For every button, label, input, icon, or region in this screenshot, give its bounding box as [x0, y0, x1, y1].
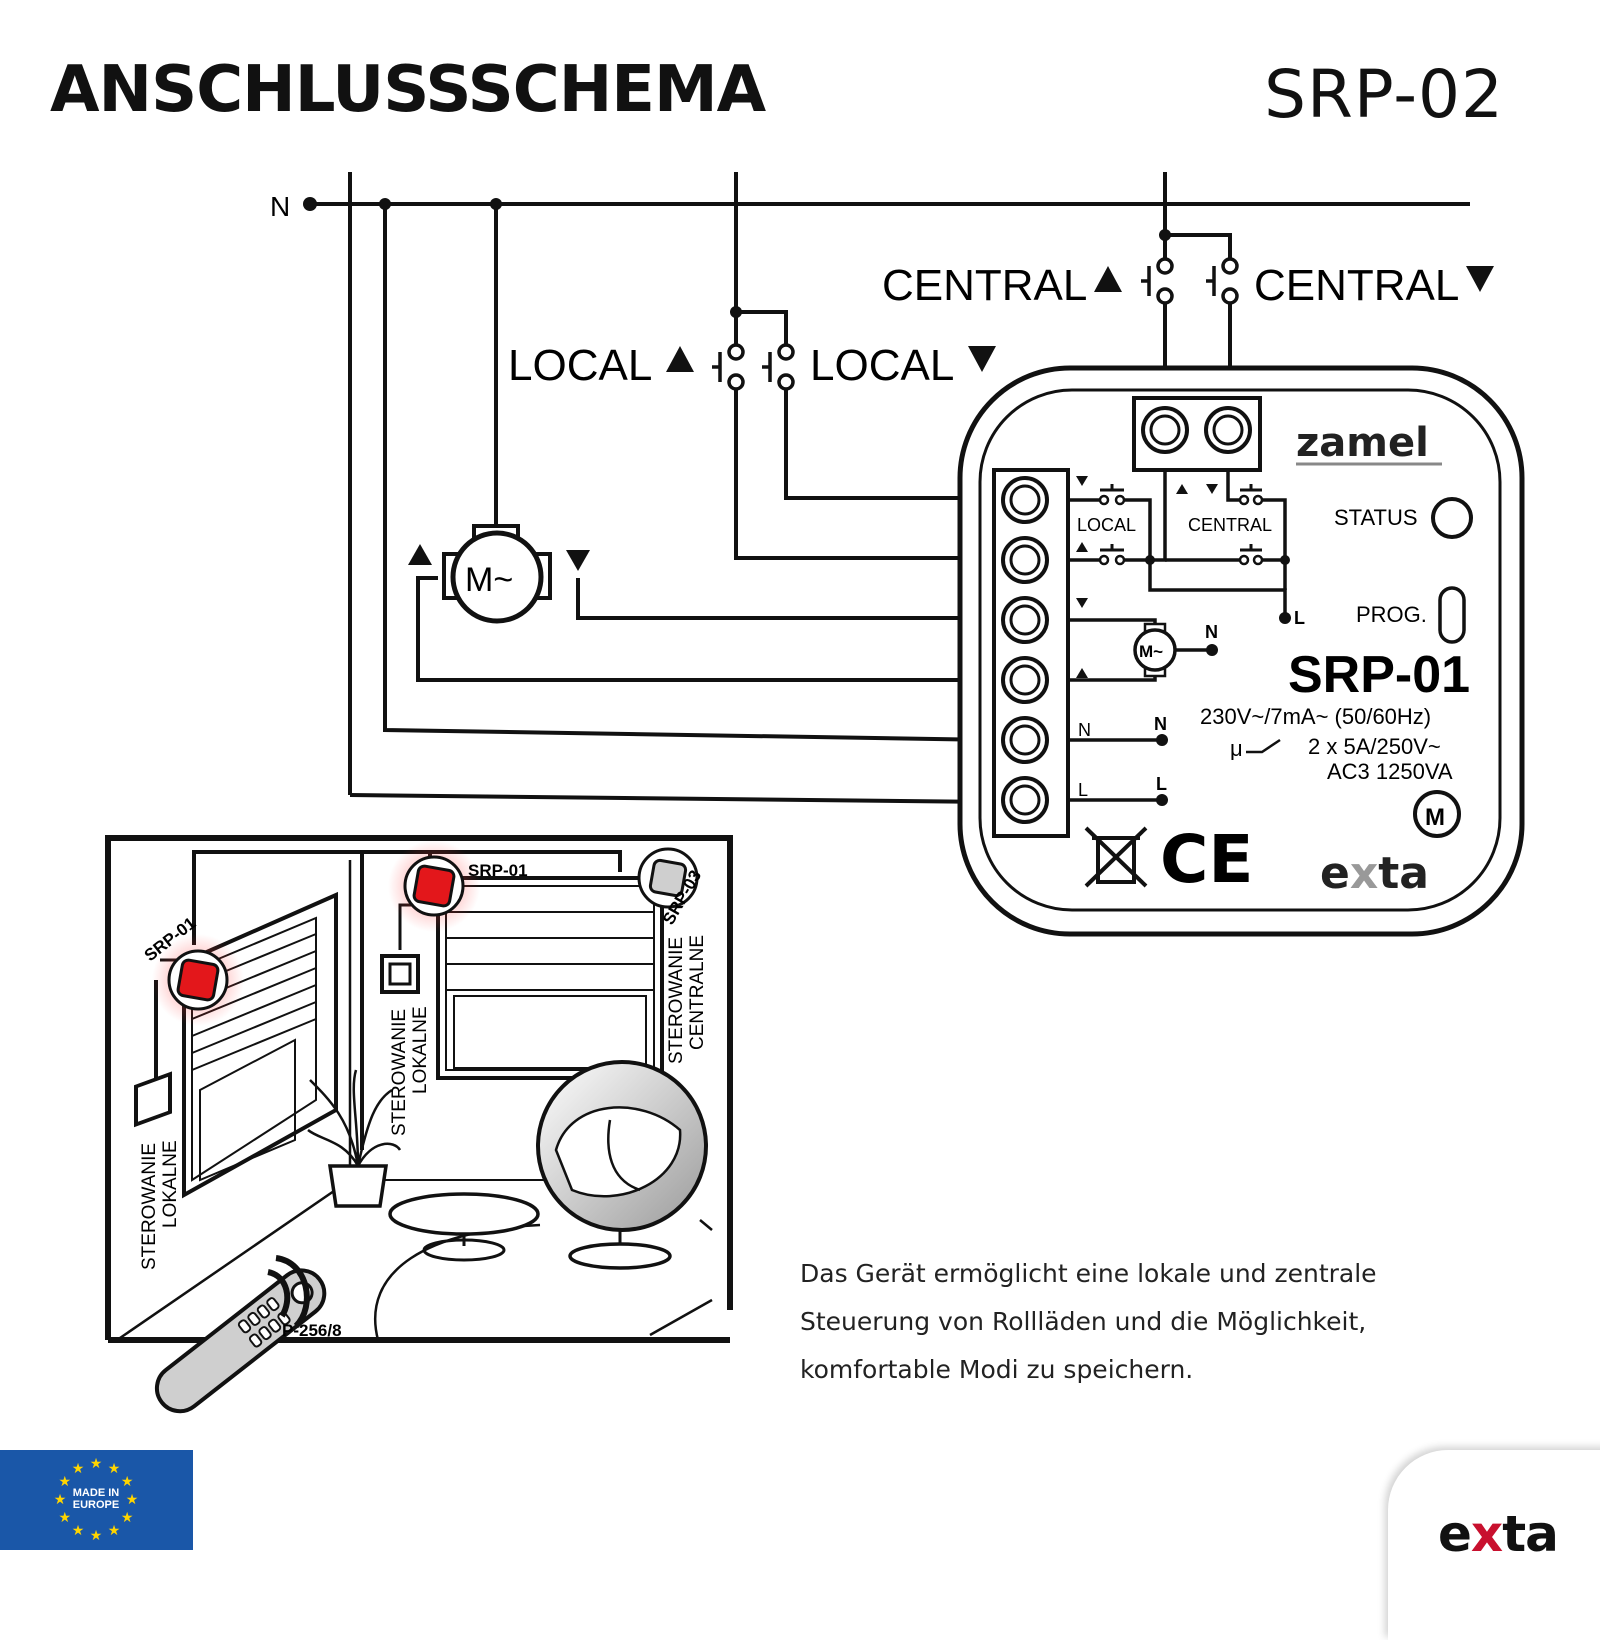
- local-up-label: LOCAL: [508, 341, 652, 390]
- brand-tab: exta: [1388, 1450, 1600, 1640]
- central-control-1: STEROWANIE: [666, 937, 687, 1064]
- arrow-down-icon: [1466, 266, 1494, 292]
- inner-local-label: LOCAL: [1077, 515, 1136, 535]
- description-line-1: Das Gerät ermöglicht eine lokale und zen…: [800, 1259, 1377, 1288]
- wiring-diagram: N LOCAL LOCAL CENTRAL CENTRAL M~: [105, 172, 1525, 1414]
- brand-x: x: [1350, 848, 1378, 899]
- prog-label: PROG.: [1356, 602, 1427, 627]
- exta-logo: exta: [1438, 1505, 1559, 1563]
- device-label-top: SRP-01: [468, 861, 528, 880]
- eu-star-icon: ★: [126, 1492, 139, 1508]
- eu-star-icon: ★: [59, 1510, 72, 1526]
- terminal-L-left: L: [1078, 780, 1088, 800]
- neutral-label: N: [270, 191, 290, 222]
- eu-line-1: MADE IN: [73, 1487, 120, 1499]
- arrow-up-icon: [1094, 266, 1122, 292]
- junction-dots: [303, 197, 1171, 318]
- made-in-europe-badge: ★★★★★★★★★★★★ MADE IN EUROPE: [0, 1450, 193, 1550]
- central-up-label: CENTRAL: [882, 261, 1087, 310]
- room-devices: [152, 840, 699, 1026]
- srp-module: M~ LOCAL CENTRAL L N N N L L zamel STATU…: [957, 365, 1525, 937]
- motor-badge: [1413, 790, 1461, 838]
- terminal-L-right: L: [1156, 774, 1167, 794]
- eu-star-icon: ★: [90, 1528, 103, 1544]
- eu-line-2: EUROPE: [73, 1499, 119, 1511]
- local-down-label: LOCAL: [810, 341, 954, 390]
- arrow-up-icon: [666, 346, 694, 372]
- local-buttons: [712, 343, 795, 391]
- motor-label: M~: [465, 561, 513, 599]
- description-line-2: Steuerung von Rollläden und die Möglichk…: [800, 1307, 1367, 1336]
- eu-star-icon: ★: [90, 1456, 103, 1472]
- prog-button: [1438, 586, 1466, 644]
- eu-star-icon: ★: [59, 1474, 72, 1490]
- local-control-left-2: LOKALNE: [160, 1140, 181, 1228]
- brand-e: e: [1320, 848, 1350, 899]
- terminal-N-right: N: [1154, 714, 1167, 734]
- signal-waves-icon: [267, 1255, 310, 1329]
- status-led: [1431, 497, 1473, 539]
- page-title: ANSCHLUSSSCHEMA: [50, 53, 766, 127]
- exta-x: x: [1470, 1505, 1503, 1563]
- inner-motor-label: M~: [1139, 642, 1163, 661]
- central-control-2: CENTRALNE: [687, 935, 708, 1050]
- spec-power: 230V~/7mA~ (50/60Hz): [1200, 704, 1431, 729]
- terminal-N-left: N: [1078, 720, 1091, 740]
- zamel-logo: zamel: [1296, 420, 1429, 466]
- description: Das Gerät ermöglicht eine lokale und zen…: [800, 1250, 1520, 1394]
- local-control-left-1: STEROWANIE: [139, 1143, 160, 1270]
- ce-mark: CE: [1160, 821, 1254, 898]
- description-line-3: komfortable Modi zu speichern.: [800, 1355, 1194, 1384]
- eu-star-icon: ★: [72, 1461, 85, 1477]
- inner-L-label: L: [1294, 608, 1305, 628]
- eu-stars-icon: ★★★★★★★★★★★★ MADE IN EUROPE: [54, 1456, 139, 1544]
- local-control-mid-2: LOKALNE: [410, 1006, 431, 1094]
- exta-e: e: [1438, 1505, 1472, 1563]
- motor-icon: M~: [408, 524, 590, 624]
- arrow-down-icon: [968, 346, 996, 372]
- eu-star-icon: ★: [108, 1461, 121, 1477]
- remote-label: P-256/8: [282, 1321, 342, 1340]
- eu-star-icon: ★: [108, 1523, 121, 1539]
- status-label: STATUS: [1334, 505, 1418, 530]
- wires: [310, 172, 1470, 804]
- model-title: SRP-02: [1264, 56, 1504, 133]
- module-brand: exta: [1320, 848, 1429, 899]
- eu-star-icon: ★: [121, 1510, 134, 1526]
- eu-star-icon: ★: [54, 1492, 67, 1508]
- eu-star-icon: ★: [121, 1474, 134, 1490]
- inner-N-motor-label: N: [1205, 622, 1218, 642]
- motor-badge-label: M: [1425, 804, 1445, 831]
- spec-relay: 2 x 5A/250V~: [1308, 734, 1441, 759]
- arrow-up-icon: [408, 544, 432, 565]
- arrow-down-icon: [566, 550, 590, 571]
- central-down-label: CENTRAL: [1254, 261, 1459, 310]
- central-buttons: [1141, 257, 1239, 305]
- inner-central-label: CENTRAL: [1188, 515, 1272, 535]
- local-control-mid-1: STEROWANIE: [389, 1009, 410, 1136]
- module-model: SRP-01: [1288, 646, 1470, 704]
- spec-relay-symbol: μ: [1230, 736, 1243, 761]
- exta-ta: ta: [1502, 1505, 1559, 1563]
- spec-load: AC3 1250VA: [1327, 759, 1453, 784]
- weee-bin-icon: [1084, 826, 1148, 888]
- eu-star-icon: ★: [72, 1523, 85, 1539]
- brand-ta: ta: [1378, 848, 1429, 899]
